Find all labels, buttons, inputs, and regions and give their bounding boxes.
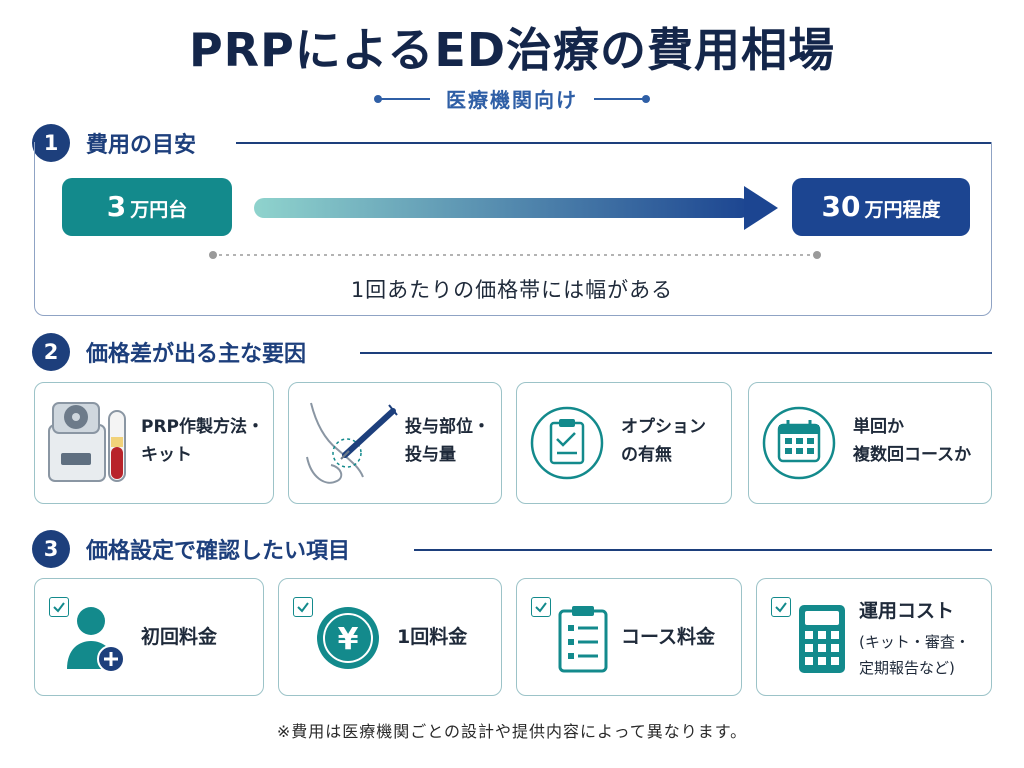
section2-number: 2 — [32, 333, 70, 371]
page-title: PRPによるED治療の費用相場 — [188, 23, 836, 77]
low-price-unit: 万円台 — [130, 199, 188, 221]
factor-line2: 投与量 — [405, 445, 456, 465]
range-dotted-line — [209, 251, 821, 259]
calendar-icon — [762, 406, 836, 480]
factor-label: 投与部位・ 投与量 — [405, 413, 490, 469]
injection-icon — [306, 402, 398, 484]
check-item-label: コース料金 — [621, 626, 716, 648]
factor-line1: オプション — [621, 417, 706, 437]
factor-line1: 単回か — [853, 417, 904, 437]
high-price-unit: 万円程度 — [864, 199, 941, 221]
checkbox-icon — [49, 597, 69, 617]
price-range-caption: 1回あたりの価格帯には幅がある — [350, 278, 674, 302]
check-item-label: 初回料金 — [141, 626, 218, 648]
checkbox-icon — [771, 597, 791, 617]
footnote: ※費用は医療機関ごとの設計や提供内容によって異なります。 — [276, 722, 748, 741]
high-price-badge: 30 万円程度 — [792, 178, 970, 236]
subtitle-row: 医療機関向け — [0, 84, 1024, 113]
check-card-operating-cost: 運用コスト (キット・審査・ 定期報告など) — [756, 578, 992, 696]
check-card-course-fee: コース料金 — [516, 578, 742, 696]
check-item-detail-line1: (キット・審査・ — [859, 633, 970, 651]
svg-text:¥: ¥ — [338, 622, 359, 657]
clipboard-check-icon — [530, 406, 604, 480]
checkbox-icon — [293, 597, 313, 617]
low-price-badge: 3 万円台 — [62, 178, 232, 236]
factor-card-injection: 投与部位・ 投与量 — [288, 382, 502, 504]
check-card-first-visit: 初回料金 — [34, 578, 264, 696]
subtitle: 医療機関向け — [446, 88, 578, 112]
centrifuge-icon — [48, 402, 126, 482]
section2-title: 価格差が出る主な要因 — [86, 342, 307, 367]
section2-rule — [360, 352, 992, 354]
calculator-icon — [799, 605, 845, 673]
factor-card-course: 単回か 複数回コースか — [748, 382, 992, 504]
checklist-icon — [558, 606, 608, 673]
section1-header: 1 費用の目安 — [32, 124, 196, 162]
new-patient-icon — [67, 607, 125, 673]
factor-line2: キット — [141, 445, 192, 465]
section2-header: 2 価格差が出る主な要因 — [32, 333, 306, 371]
yen-coin-icon: ¥ — [317, 607, 379, 669]
range-arrow-icon — [254, 186, 778, 230]
section1-title: 費用の目安 — [86, 133, 197, 158]
section3-header: 3 価格設定で確認したい項目 — [32, 530, 350, 568]
section3-rule — [414, 549, 992, 551]
factor-line2: の有無 — [621, 445, 672, 465]
subtitle-rule-right — [594, 94, 650, 103]
high-price-value: 30 — [821, 190, 861, 223]
subtitle-rule-left — [374, 94, 430, 103]
section3-number: 3 — [32, 530, 70, 568]
factor-card-prp-method: PRP作製方法・ キット — [34, 382, 274, 504]
factor-card-options: オプション の有無 — [516, 382, 732, 504]
low-price-value: 3 — [106, 190, 127, 223]
section1-rule — [236, 142, 992, 144]
factor-line1: 投与部位・ — [405, 417, 490, 437]
check-item-detail-line2: 定期報告など) — [859, 659, 955, 677]
check-item-label: 1回料金 — [397, 626, 468, 648]
checkbox-icon — [531, 597, 551, 617]
check-card-per-session: ¥ 1回料金 — [278, 578, 502, 696]
factor-label: 単回か 複数回コースか — [853, 413, 971, 469]
factor-label: オプション の有無 — [621, 413, 706, 469]
check-item-label: 運用コスト — [859, 600, 955, 622]
cost-range-panel — [34, 142, 992, 316]
section3-title: 価格設定で確認したい項目 — [86, 539, 351, 564]
factor-line1: PRP作製方法・ — [141, 417, 265, 437]
factor-line2: 複数回コースか — [853, 445, 972, 465]
factor-label: PRP作製方法・ キット — [141, 413, 264, 469]
check-item-detail: (キット・審査・ 定期報告など) — [859, 629, 970, 681]
